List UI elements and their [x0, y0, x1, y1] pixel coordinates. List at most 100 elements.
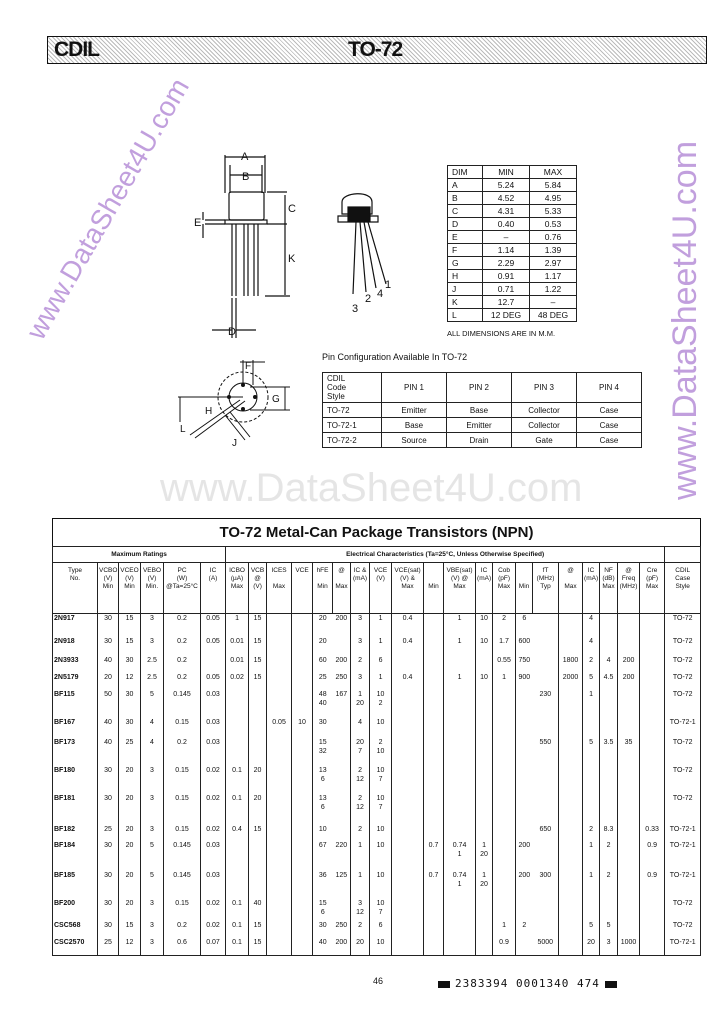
table-cell: [558, 737, 584, 766]
table-cell: DIM: [447, 165, 483, 179]
table-cell: 35: [617, 737, 641, 766]
table-cell: [515, 765, 533, 794]
table-cell: 4: [599, 655, 619, 673]
table-cell: 0.74 1: [443, 840, 477, 871]
table-cell: [248, 840, 268, 871]
table-cell: MAX: [529, 165, 577, 179]
table-cell: CSC2570: [52, 937, 98, 956]
table-cell: [558, 920, 584, 938]
table-cell: 2: [582, 655, 601, 673]
table-cell: 20: [118, 870, 141, 899]
table-cell: 30: [97, 793, 119, 825]
table-cell: 30: [97, 613, 119, 637]
table-cell: BF182: [52, 824, 98, 841]
table-cell: TO-72-1: [664, 717, 702, 738]
package-title: TO-72: [348, 38, 403, 61]
table-cell: 0.1: [225, 793, 250, 825]
table-cell: 30: [312, 717, 333, 738]
table-cell: 1: [350, 840, 371, 871]
table-cell: 3: [140, 937, 164, 956]
column-header: CDIL Case Style: [664, 562, 702, 614]
table-cell: 15: [118, 920, 141, 938]
table-cell: [443, 717, 477, 738]
table-cell: 2: [515, 920, 533, 938]
table-cell: 2: [582, 824, 601, 841]
table-cell: [266, 655, 293, 673]
table-cell: BF173: [52, 737, 98, 766]
table-cell: 40: [97, 737, 119, 766]
table-cell: 15 6: [312, 898, 333, 921]
column-header: VCE (V): [369, 562, 393, 614]
table-cell: [515, 824, 533, 841]
table-cell: Emitter: [446, 417, 512, 433]
main-table-title: TO-72 Metal-Can Package Transistors (NPN…: [52, 518, 701, 546]
table-cell: [225, 737, 250, 766]
table-cell: PIN 4: [576, 372, 642, 403]
table-cell: 10: [369, 824, 393, 841]
table-cell: 550: [532, 737, 560, 766]
table-cell: [443, 937, 477, 956]
table-cell: 3: [140, 898, 164, 921]
column-header: IC & (mA): [350, 562, 371, 614]
dim-label-b: B: [242, 171, 249, 183]
table-cell: L: [447, 308, 483, 322]
table-cell: 10 7: [369, 898, 393, 921]
table-cell: 1: [369, 613, 393, 637]
table-cell: 3: [140, 613, 164, 637]
table-cell: 1 20: [475, 840, 494, 871]
table-cell: 1: [443, 636, 477, 656]
table-cell: [225, 689, 250, 718]
table-cell: 6: [369, 655, 393, 673]
table-cell: 5: [140, 840, 164, 871]
table-cell: 0.4: [225, 824, 250, 841]
table-cell: 0.15: [163, 793, 201, 825]
table-cell: 2: [350, 824, 371, 841]
table-cell: 50: [97, 689, 119, 718]
table-cell: [617, 920, 641, 938]
table-cell: 4.95: [529, 191, 577, 205]
table-cell: 0.02: [199, 920, 227, 938]
table-cell: [475, 793, 494, 825]
table-cell: [639, 937, 666, 956]
table-cell: [423, 613, 445, 637]
dim-label-f: F: [245, 361, 251, 372]
table-cell: 0.2: [163, 655, 201, 673]
table-cell: [391, 937, 425, 956]
table-cell: [423, 793, 445, 825]
table-cell: BF167: [52, 717, 98, 738]
footer-code: 2383394 0001340 474: [455, 977, 600, 990]
table-cell: [532, 793, 560, 825]
table-cell: [558, 870, 584, 899]
table-cell: BF200: [52, 898, 98, 921]
column-header: VCB @ (V): [248, 562, 268, 614]
table-cell: [332, 793, 352, 825]
table-cell: [291, 737, 314, 766]
table-cell: Base: [446, 402, 512, 418]
table-cell: [532, 613, 560, 637]
table-cell: [199, 655, 227, 673]
watermark: www.DataSheet4U.com: [160, 466, 583, 510]
table-cell: TO-72: [664, 613, 702, 637]
table-cell: 25: [97, 824, 119, 841]
table-cell: 10: [369, 870, 393, 899]
table-cell: [639, 898, 666, 921]
table-cell: BF184: [52, 840, 98, 871]
table-cell: 1: [443, 672, 477, 690]
table-cell: 5000: [532, 937, 560, 956]
table-cell: 20: [97, 672, 119, 690]
table-cell: 1: [582, 870, 601, 899]
table-cell: 1: [582, 689, 601, 718]
table-cell: 0.4: [391, 613, 425, 637]
